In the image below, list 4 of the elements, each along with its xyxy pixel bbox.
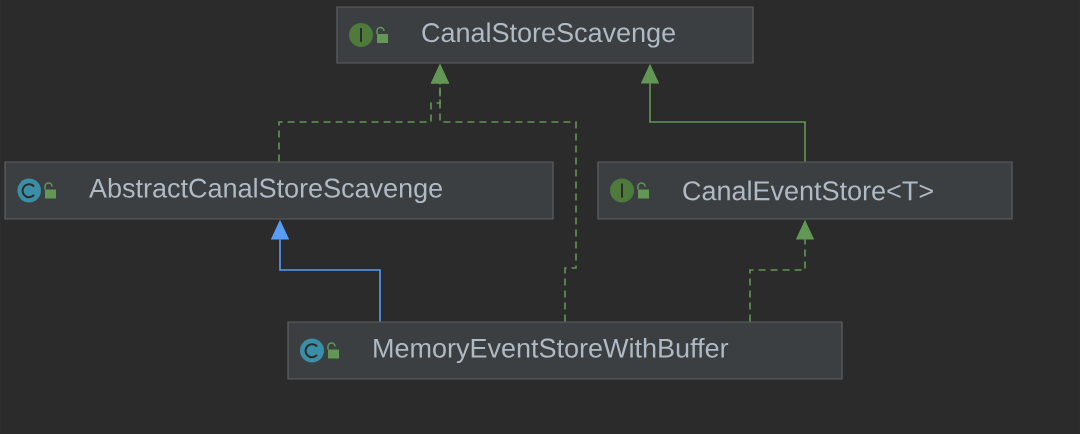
class-box: CanalStoreScavenge — [336, 6, 754, 64]
class-box: MemoryEventStoreWithBuffer — [287, 321, 843, 380]
class-box: CanalEventStore<T> — [597, 161, 1013, 220]
class-box: AbstractCanalStoreScavenge — [4, 161, 554, 220]
